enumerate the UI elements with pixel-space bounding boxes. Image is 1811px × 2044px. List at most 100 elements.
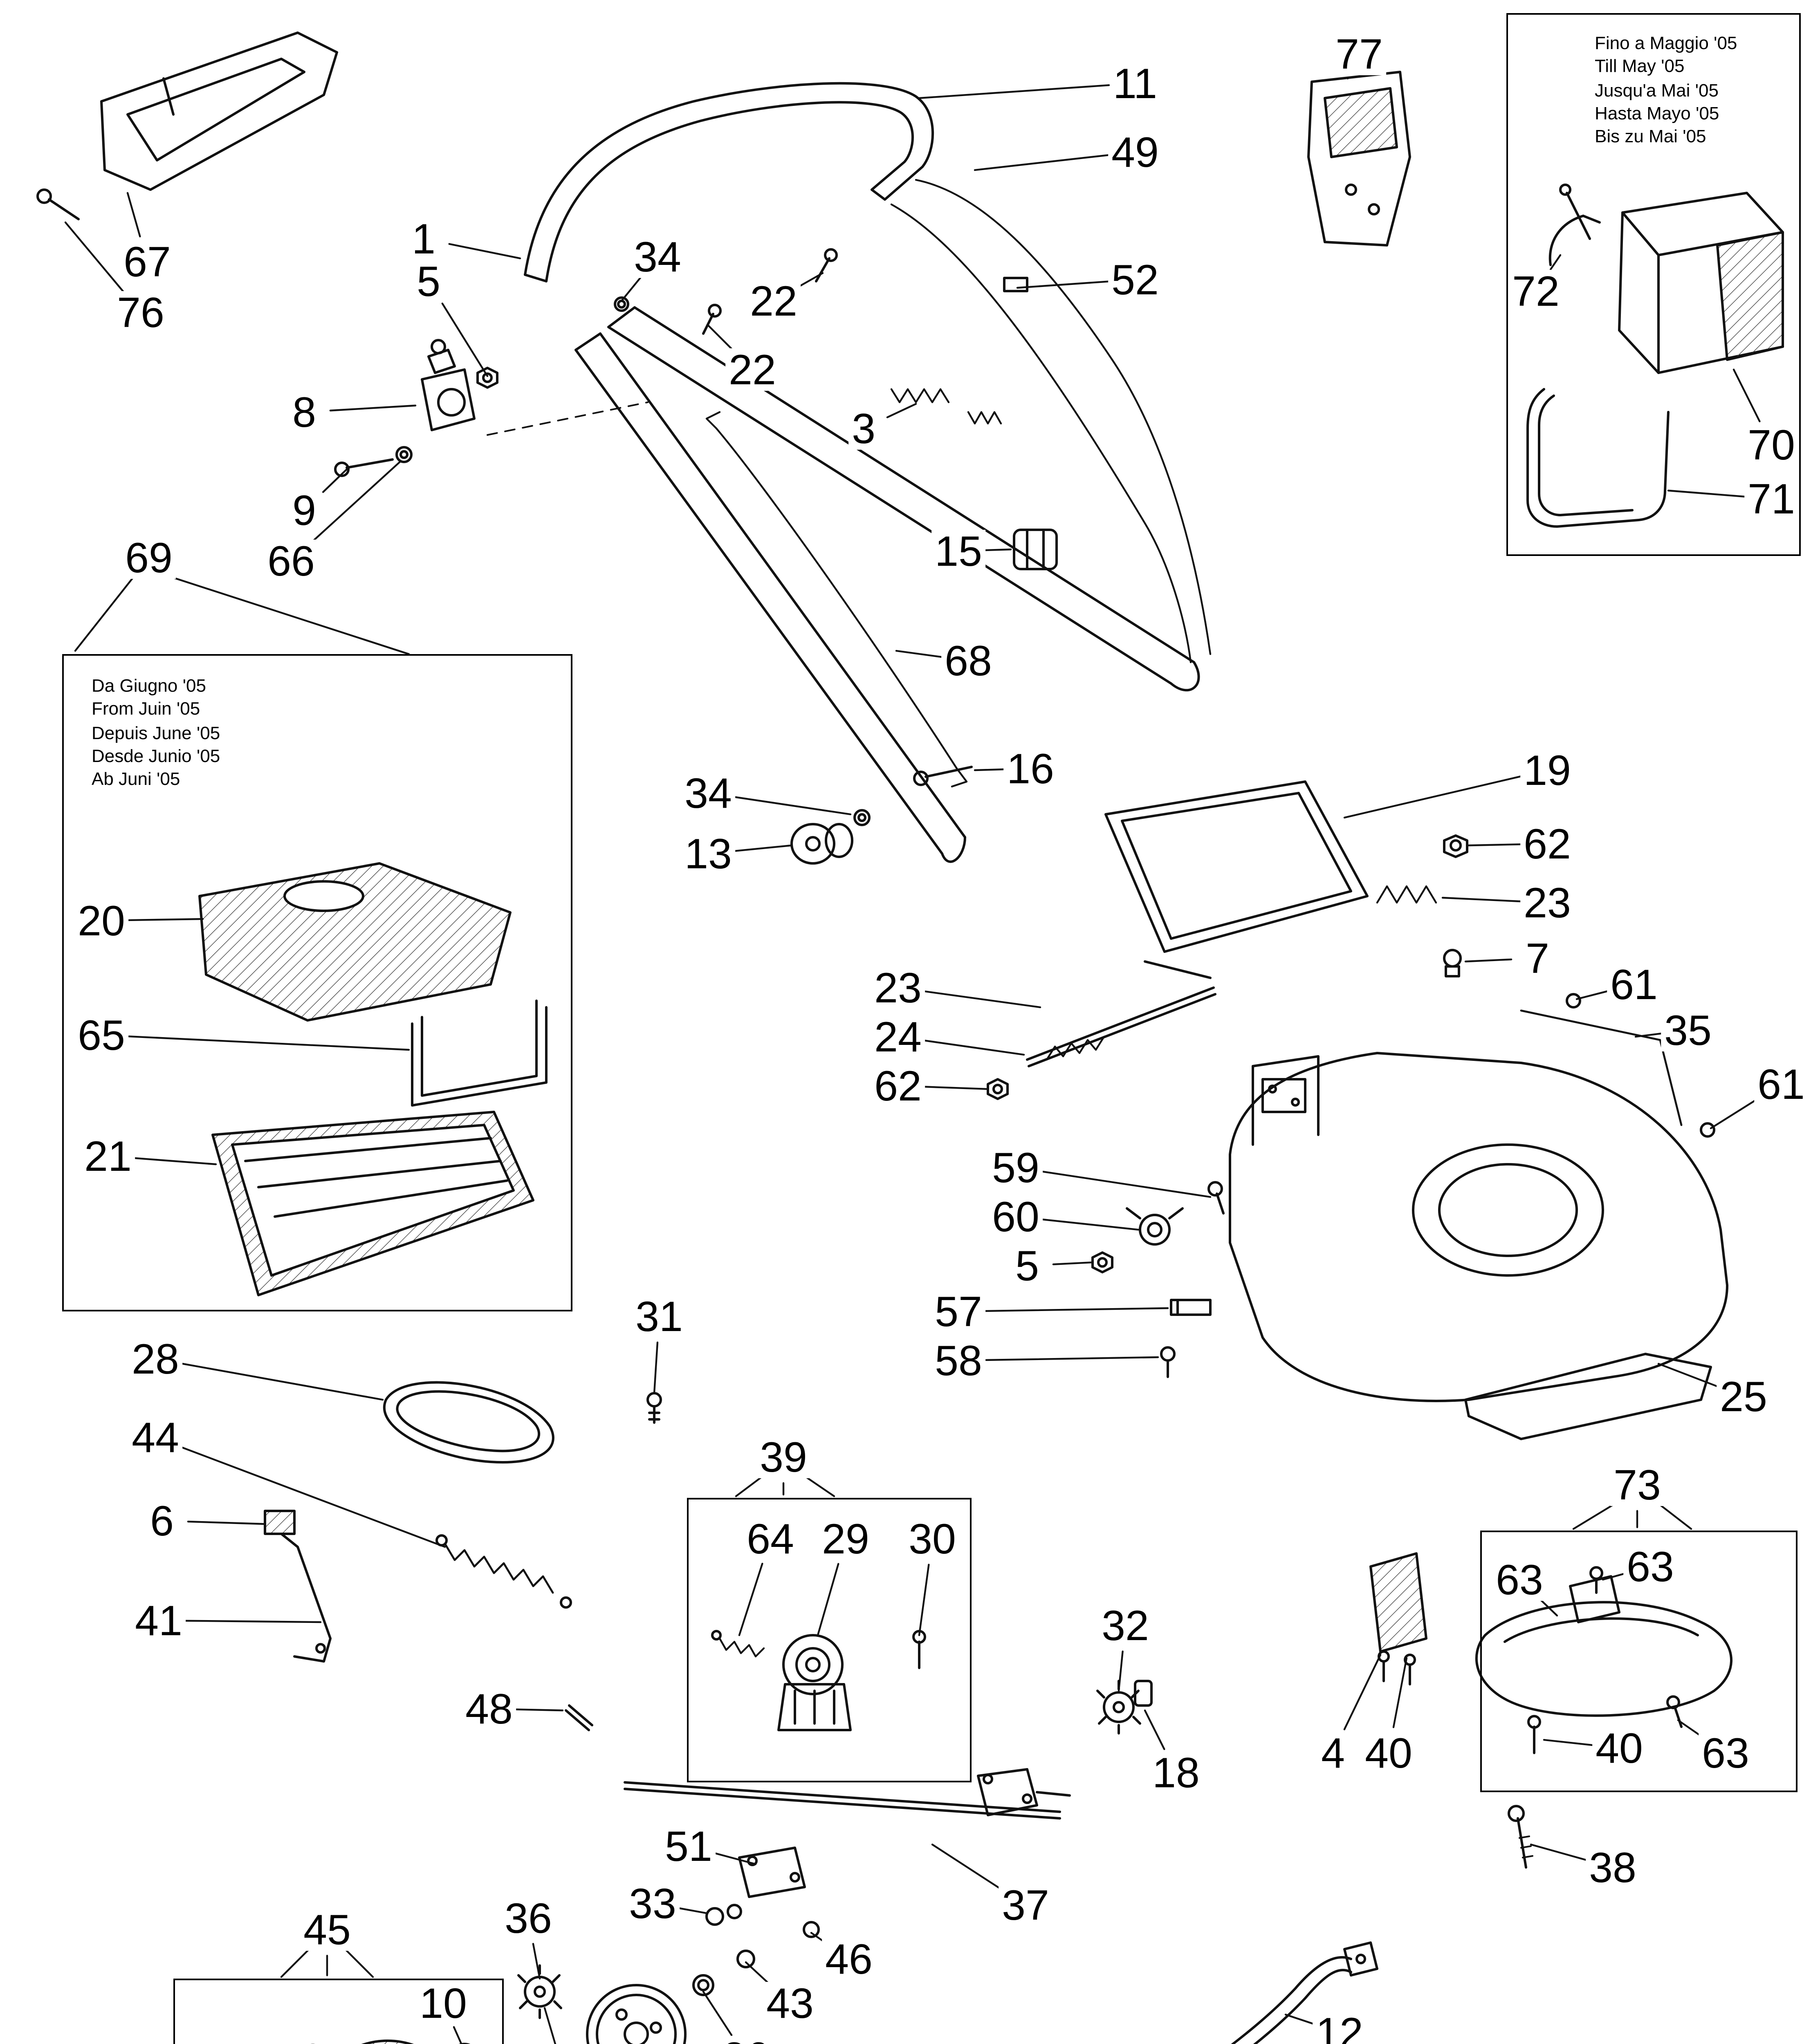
note-line: Till May '05 (1595, 58, 1685, 78)
rear-door-drawing (1104, 780, 1468, 979)
callout-21: 21 (81, 1135, 135, 1177)
callout-61: 61 (1607, 963, 1661, 1006)
extra-leader-lines (166, 574, 1692, 1978)
callout-63: 63 (1623, 1545, 1677, 1588)
callout-10: 10 (274, 2037, 328, 2044)
callout-28: 28 (128, 1338, 182, 1380)
top-left-cover-drawing (36, 31, 338, 220)
callout-62: 62 (871, 1065, 925, 1107)
wheel-left-drawing (361, 1964, 687, 2044)
callout-32: 32 (1098, 1604, 1152, 1647)
belt-drawing (383, 1381, 554, 1464)
bag-box-drawing (1307, 71, 1784, 528)
deck-drawing (987, 986, 1728, 1440)
note-box-until-may (1506, 13, 1801, 556)
callout-5: 5 (413, 260, 444, 303)
callout-65: 65 (74, 1014, 128, 1056)
callout-1: 1 (408, 217, 439, 260)
callout-58: 58 (931, 1339, 985, 1382)
callout-7: 7 (1522, 937, 1553, 979)
note-line: Da Giugno '05 (92, 677, 206, 697)
callout-13: 13 (681, 832, 735, 875)
guard-drawing (1369, 1552, 1732, 1869)
callout-49: 49 (1108, 131, 1162, 173)
callout-41: 41 (132, 1599, 186, 1642)
note-from-june: Da Giugno '05 From Juin '05 Depuis June … (92, 675, 220, 792)
callout-18: 18 (1149, 1751, 1203, 1794)
callout-12: 12 (1313, 2011, 1367, 2044)
callout-57: 57 (931, 1290, 985, 1333)
callout-61: 61 (1754, 1063, 1808, 1105)
callout-45: 45 (300, 1908, 354, 1951)
note-line: Fino a Maggio '05 (1595, 34, 1737, 54)
callout-73: 73 (1610, 1464, 1664, 1506)
callout-6: 6 (147, 1499, 177, 1542)
callout-43: 43 (763, 1982, 817, 2024)
drive-shaft-drawing (1231, 1941, 1378, 2044)
callout-11: 11 (1110, 62, 1160, 105)
callout-5: 5 (1012, 1244, 1042, 1287)
callout-34: 34 (681, 772, 735, 814)
callout-34: 34 (631, 235, 684, 278)
callout-16: 16 (1003, 747, 1057, 790)
callout-72: 72 (1509, 270, 1563, 312)
note-line: Ab Juni '05 (92, 770, 180, 790)
callout-48: 48 (462, 1688, 516, 1730)
callout-3: 3 (848, 407, 879, 450)
callout-69: 69 (122, 536, 176, 579)
callout-67: 67 (120, 240, 174, 283)
callout-33: 33 (626, 1882, 680, 1925)
callout-62: 62 (1520, 823, 1574, 865)
callout-25: 25 (1717, 1375, 1771, 1418)
leader-lines (64, 76, 1761, 2044)
callout-63: 63 (1492, 1558, 1546, 1601)
callout-64: 64 (743, 1517, 797, 1560)
note-line: From Juin '05 (92, 700, 200, 720)
group-box-wheel-left (173, 1979, 504, 2044)
callout-39: 39 (756, 1436, 810, 1478)
callout-23: 23 (1520, 881, 1574, 924)
callout-37: 37 (999, 1884, 1052, 1926)
callout-36: 36 (501, 1897, 555, 1939)
callout-40: 40 (1362, 1732, 1416, 1774)
callout-29: 29 (819, 1517, 873, 1560)
callout-59: 59 (989, 1146, 1043, 1189)
spring-bracket-drawing (264, 1392, 662, 1663)
callout-60: 60 (989, 1195, 1043, 1238)
callout-19: 19 (1520, 749, 1574, 791)
callout-52: 52 (1108, 258, 1162, 301)
note-line: Bis zu Mai '05 (1595, 128, 1706, 148)
callout-26: 26 (719, 2036, 773, 2044)
callout-46: 46 (822, 1938, 876, 1980)
callout-30: 30 (905, 1517, 959, 1560)
note-line: Jusqu'a Mai '05 (1595, 81, 1719, 101)
small-fasteners-top-drawing (334, 248, 1058, 865)
note-box-from-june (62, 654, 572, 1311)
callout-51: 51 (662, 1825, 716, 1867)
callout-24: 24 (871, 1015, 925, 1058)
note-until-may: Fino a Maggio '05 Till May '05 Jusqu'a M… (1595, 33, 1737, 150)
callout-10: 10 (416, 1982, 470, 2024)
callout-44: 44 (128, 1416, 182, 1459)
throttle-control-drawing (421, 339, 649, 436)
callout-8: 8 (289, 391, 319, 433)
cables-drawing (705, 179, 1212, 788)
callout-77: 77 (1332, 33, 1386, 75)
note-line: Desde Junio '05 (92, 747, 220, 767)
callout-47: 47 (186, 2037, 240, 2044)
callout-76: 76 (114, 291, 168, 334)
callout-66: 66 (264, 540, 318, 582)
callout-40: 40 (1592, 1727, 1646, 1769)
callout-22: 22 (725, 348, 779, 391)
handle-assembly-drawing (524, 82, 1200, 863)
callout-22: 22 (747, 280, 801, 322)
callout-20: 20 (74, 899, 128, 942)
callout-63: 63 (1699, 1732, 1753, 1774)
group-box-guard (1480, 1531, 1798, 1792)
grass-catcher-drawing (198, 862, 548, 1296)
callout-38: 38 (1586, 1846, 1640, 1889)
note-line: Depuis June '05 (92, 724, 220, 744)
callout-31: 31 (632, 1295, 686, 1338)
